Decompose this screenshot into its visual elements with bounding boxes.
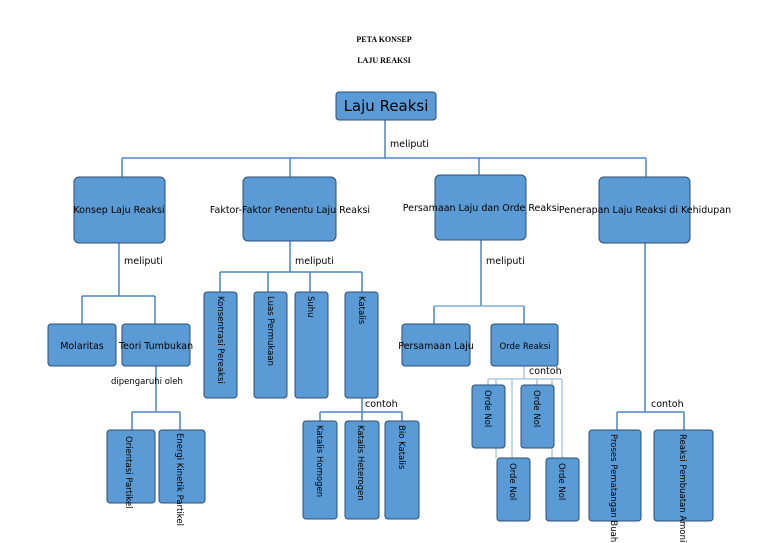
edge-label-katalis: contoh [365,399,398,410]
persamaan-node-box [434,174,527,241]
konsep-node-label: Konsep Laju Reaksi [73,205,164,216]
persamaan-laju-node-box [401,323,471,367]
orde-node-label: Orde Reaksi [499,342,550,352]
orde-nol-3-box [496,457,531,522]
faktor-node-label: Faktor-Faktor Penentu Laju Reaksi [210,205,370,216]
orde-nol-2-label: Orde Nol [531,390,541,427]
heterogen-node-box [344,420,380,520]
edge-label-faktor: meliputi [295,256,334,267]
orde-nol-1-box [471,384,506,449]
konsentrasi-node-label: Konsentrasi Pereaksi [215,296,225,384]
molaritas-node-box [47,323,117,367]
edge-label-teori: dipengaruhi oleh [111,377,183,387]
edge-label-root: meliputi [390,139,429,150]
pembuatan-node-box [653,429,714,522]
bio-node-label: Bio Katalis [396,425,406,470]
orde-nol-4-label: Orde Nol [556,463,566,500]
katalis-node-box [344,291,379,399]
bio-node-box [384,420,420,520]
edge-label-orde: contoh [529,366,562,377]
map-subtitle: LAJU REAKSI [357,56,411,65]
faktor-node-box [242,176,337,242]
penerapan-node-box [598,176,691,244]
pembuatan-node-label: Reaksi Pembuatan Amonia [677,434,687,543]
orde-node-box [490,323,559,367]
orientasi-node-box [106,429,156,504]
heterogen-node-label: Katalis Heterogen [355,425,365,501]
teori-node-box [121,323,191,367]
luas-node-box [253,291,288,399]
persamaan-laju-node-label: Persamaan Laju [398,341,474,352]
edge-label-persamaan: meliputi [486,256,525,267]
homogen-node-box [302,420,338,520]
penerapan-node-label: Penerapan Laju Reaksi di Kehidupan [559,205,731,216]
root-node-box [335,91,437,121]
pematangan-node-label: Proses Pematangan Buah [608,434,618,542]
orde-nol-4-box [545,457,580,522]
orientasi-node-label: Orientasi Partikel [123,436,133,509]
luas-node-label: Luas Permukaan [265,296,275,366]
suhu-node-box [294,291,329,399]
edge-label-penerapan: contoh [651,399,684,410]
persamaan-node-label: Persamaan Laju dan Orde Reaksi [403,203,560,214]
suhu-node-label: Suhu [305,296,315,318]
energi-node-box [158,429,206,504]
edge-label-konsep: meliputi [124,256,163,267]
molaritas-node-label: Molaritas [60,341,104,352]
map-title: PETA KONSEP [356,35,411,44]
homogen-node-label: Katalis Homogen [314,425,324,497]
nodes [47,91,714,522]
pematangan-node-box [588,429,642,522]
root-node-label: Laju Reaksi [344,97,429,115]
orde-nol-3-label: Orde Nol [507,463,517,500]
konsep-node-box [73,176,166,244]
orde-nol-1-label: Orde Nol [482,390,492,427]
teori-node-label: Teori Tumbukan [118,341,193,352]
katalis-node-label: Katalis [356,296,366,325]
konsentrasi-node-box [203,291,238,399]
orde-nol-2-box [520,384,555,449]
energi-node-label: Energi Kinetik Partikel [174,433,184,526]
